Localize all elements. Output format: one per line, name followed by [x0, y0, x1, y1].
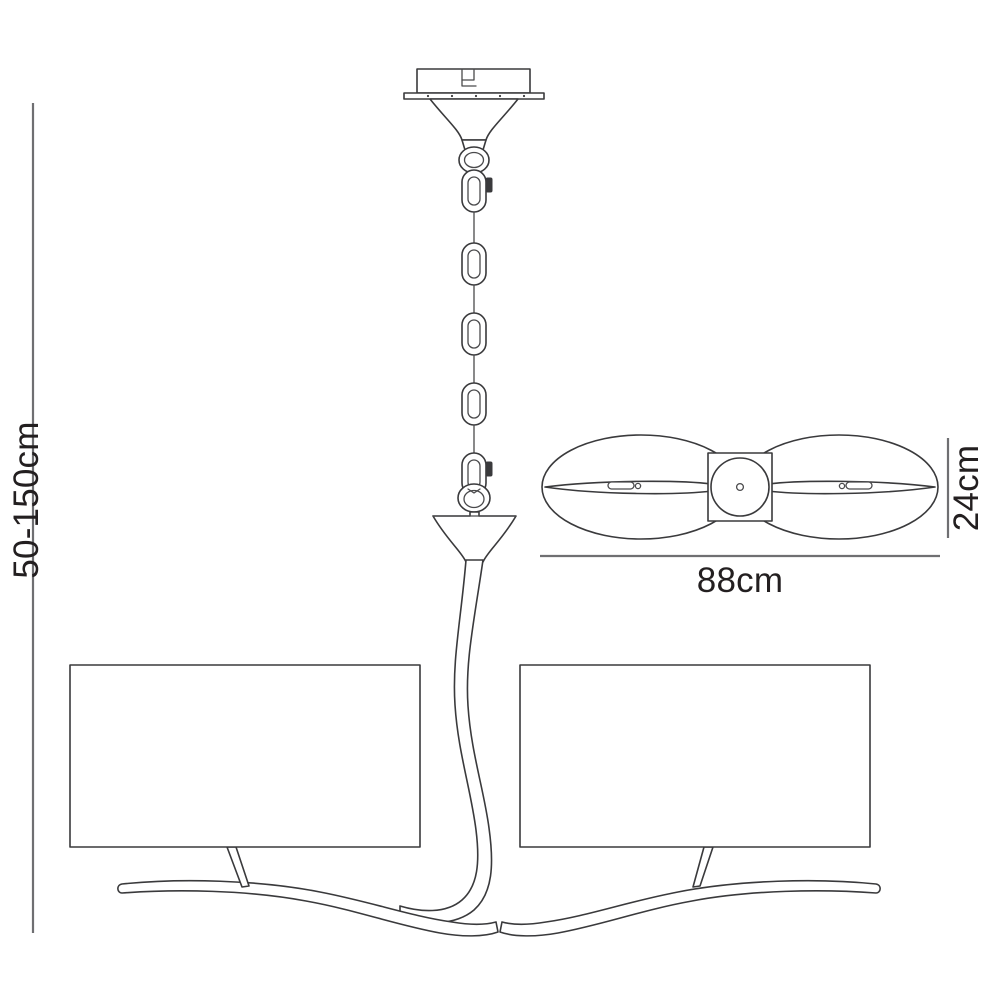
- front-elevation-view: [69, 68, 881, 937]
- right-arm-slot-dot: [838, 482, 846, 490]
- left-shade: [69, 664, 421, 848]
- chain-connector-inner: [467, 176, 481, 206]
- chain-connector-clasp: [485, 177, 493, 193]
- suspension-ring-inner: [463, 151, 485, 169]
- chain: [461, 211, 493, 496]
- left-arm-slot: [607, 481, 642, 490]
- width-dimension-group: 88cm: [540, 554, 940, 600]
- left-shade-body: [69, 664, 421, 848]
- chain-connector-outer: [461, 169, 487, 213]
- chain-link-3-inner: [467, 389, 481, 419]
- lower-ring-tab: [467, 488, 481, 494]
- ceiling-cone-body: [429, 98, 519, 141]
- ceiling-plate-notch-inner: [461, 79, 477, 87]
- left-arm-body: [117, 879, 499, 937]
- stem-funnel-body: [432, 511, 517, 563]
- chain-link-1-outer: [461, 242, 487, 286]
- ceiling-plate-screw-marks: [426, 94, 526, 98]
- top-plan-view: [541, 434, 939, 540]
- ceiling-cone: [429, 98, 519, 141]
- chain-link-2-outer: [461, 312, 487, 356]
- suspension-ring: [458, 146, 490, 174]
- stem-funnel: [432, 511, 517, 563]
- drop-dimension-group: 50-150cm: [7, 103, 46, 933]
- left-arm-slot-shape: [607, 481, 635, 490]
- chain-link-2-inner: [467, 319, 481, 349]
- right-shade-support: [692, 846, 714, 888]
- suspension-ring-outer: [458, 146, 490, 174]
- height-dimension-group: 24cm: [946, 438, 986, 538]
- left-arm: [117, 879, 499, 937]
- ceiling-plate-notch: [461, 68, 475, 81]
- right-arm: [499, 879, 881, 937]
- right-arm-slot: [838, 481, 873, 490]
- chain-link-4-clasp: [485, 461, 493, 477]
- ceiling-plate: [403, 68, 545, 100]
- right-shade: [519, 664, 871, 848]
- drop-dimension-label: 50-150cm: [7, 421, 46, 578]
- right-shade-body: [519, 664, 871, 848]
- width-dimension-label: 88cm: [697, 561, 783, 600]
- height-dimension-label: 24cm: [947, 445, 986, 531]
- chain-link-3-outer: [461, 382, 487, 426]
- lower-ring: [457, 483, 491, 513]
- lower-ring-inner: [463, 489, 485, 509]
- center-dot: [735, 482, 745, 492]
- right-arm-body: [499, 879, 881, 937]
- left-arm-slot-dot: [634, 482, 642, 490]
- chain-link-1-inner: [467, 249, 481, 279]
- right-arm-slot-shape: [845, 481, 873, 490]
- chain-connector-link: [461, 169, 493, 213]
- right-shade-support-rod: [692, 846, 714, 888]
